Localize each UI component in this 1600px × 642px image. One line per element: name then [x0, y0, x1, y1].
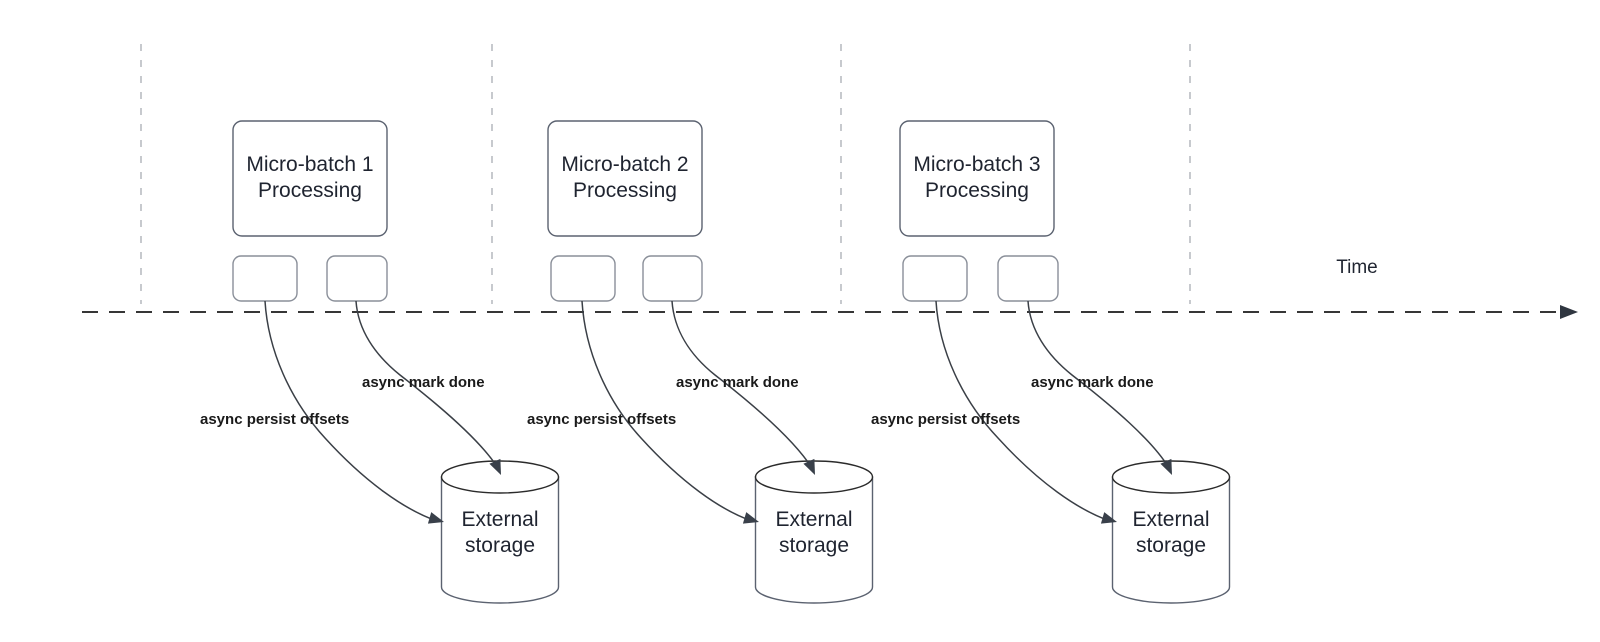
mark-done-edge-3	[1027, 300, 1170, 469]
micro-batch-line2-3: Processing	[925, 179, 1029, 202]
task-box-1a[interactable]	[232, 255, 298, 302]
mark-done-arrowhead-1	[489, 458, 501, 475]
micro-batch-line2-1: Processing	[258, 179, 362, 202]
storage-line2-3: storage	[1136, 534, 1206, 557]
persist-offsets-arrowhead-2-shape	[742, 512, 759, 524]
mark-done-edge-2	[671, 300, 813, 469]
mark-done-arrowhead-2	[803, 458, 815, 475]
external-storage-label-3: External storage	[1132, 508, 1209, 557]
micro-batch-line1-1: Micro-batch 1	[246, 153, 373, 176]
task-box-2b[interactable]	[642, 255, 703, 302]
persist-offsets-edge-2	[581, 300, 753, 522]
mark-done-arrowhead-3	[1160, 458, 1172, 475]
storage-line2-2: storage	[779, 534, 849, 557]
external-storage-label-1: External storage	[461, 508, 538, 557]
persist-offsets-label-1: async persist offsets	[200, 411, 349, 428]
external-storage-2[interactable]: External storage	[754, 460, 874, 604]
micro-batch-label-2: Micro-batch 2 Processing	[561, 153, 688, 202]
mark-done-arrowhead-1-shape	[489, 458, 501, 475]
period-tick-lines	[140, 44, 1191, 304]
external-storage-3[interactable]: External storage	[1111, 460, 1231, 604]
time-axis	[82, 305, 1578, 319]
task-box-3b[interactable]	[997, 255, 1059, 302]
storage-cylinder-body-2	[754, 476, 874, 604]
persist-offsets-label-3: async persist offsets	[871, 411, 1020, 428]
external-storage-label-2: External storage	[775, 508, 852, 557]
time-axis-label: Time	[1336, 257, 1378, 278]
micro-batch-line1-2: Micro-batch 2	[561, 153, 688, 176]
task-box-3a[interactable]	[902, 255, 968, 302]
task-box-1b[interactable]	[326, 255, 388, 302]
micro-batch-box-1[interactable]	[232, 120, 388, 237]
mark-done-edge-1	[355, 300, 499, 469]
persist-offsets-arrowhead-3-shape	[1100, 512, 1117, 524]
micro-batch-box-3[interactable]	[899, 120, 1055, 237]
persist-offsets-arrowhead-1	[427, 512, 444, 524]
persist-offsets-arrowhead-2	[742, 512, 759, 524]
persist-offsets-label-2: async persist offsets	[527, 411, 676, 428]
storage-line2-1: storage	[465, 534, 535, 557]
mark-done-label-1: async mark done	[362, 374, 485, 391]
mark-done-label-3: async mark done	[1031, 374, 1154, 391]
micro-batch-line2-2: Processing	[573, 179, 677, 202]
micro-batch-label-3: Micro-batch 3 Processing	[913, 153, 1040, 202]
storage-cylinder-body-3	[1111, 476, 1231, 604]
micro-batch-label-1: Micro-batch 1 Processing	[246, 153, 373, 202]
micro-batch-box-2[interactable]	[547, 120, 703, 237]
persist-offsets-edge-3	[935, 300, 1111, 522]
external-storage-1[interactable]: External storage	[440, 460, 560, 604]
mark-done-arrowhead-3-shape	[1160, 458, 1172, 475]
persist-offsets-edge-1	[264, 300, 438, 522]
persist-offsets-arrowhead-3	[1100, 512, 1117, 524]
storage-line1-2: External	[775, 508, 852, 531]
mark-done-label-2: async mark done	[676, 374, 799, 391]
mark-done-arrowhead-2-shape	[803, 458, 815, 475]
time-axis-arrowhead	[1560, 305, 1578, 319]
micro-batch-line1-3: Micro-batch 3	[913, 153, 1040, 176]
storage-cylinder-body-1	[440, 476, 560, 604]
storage-line1-1: External	[461, 508, 538, 531]
storage-line1-3: External	[1132, 508, 1209, 531]
persist-offsets-arrowhead-1-shape	[427, 512, 444, 524]
task-box-2a[interactable]	[550, 255, 616, 302]
